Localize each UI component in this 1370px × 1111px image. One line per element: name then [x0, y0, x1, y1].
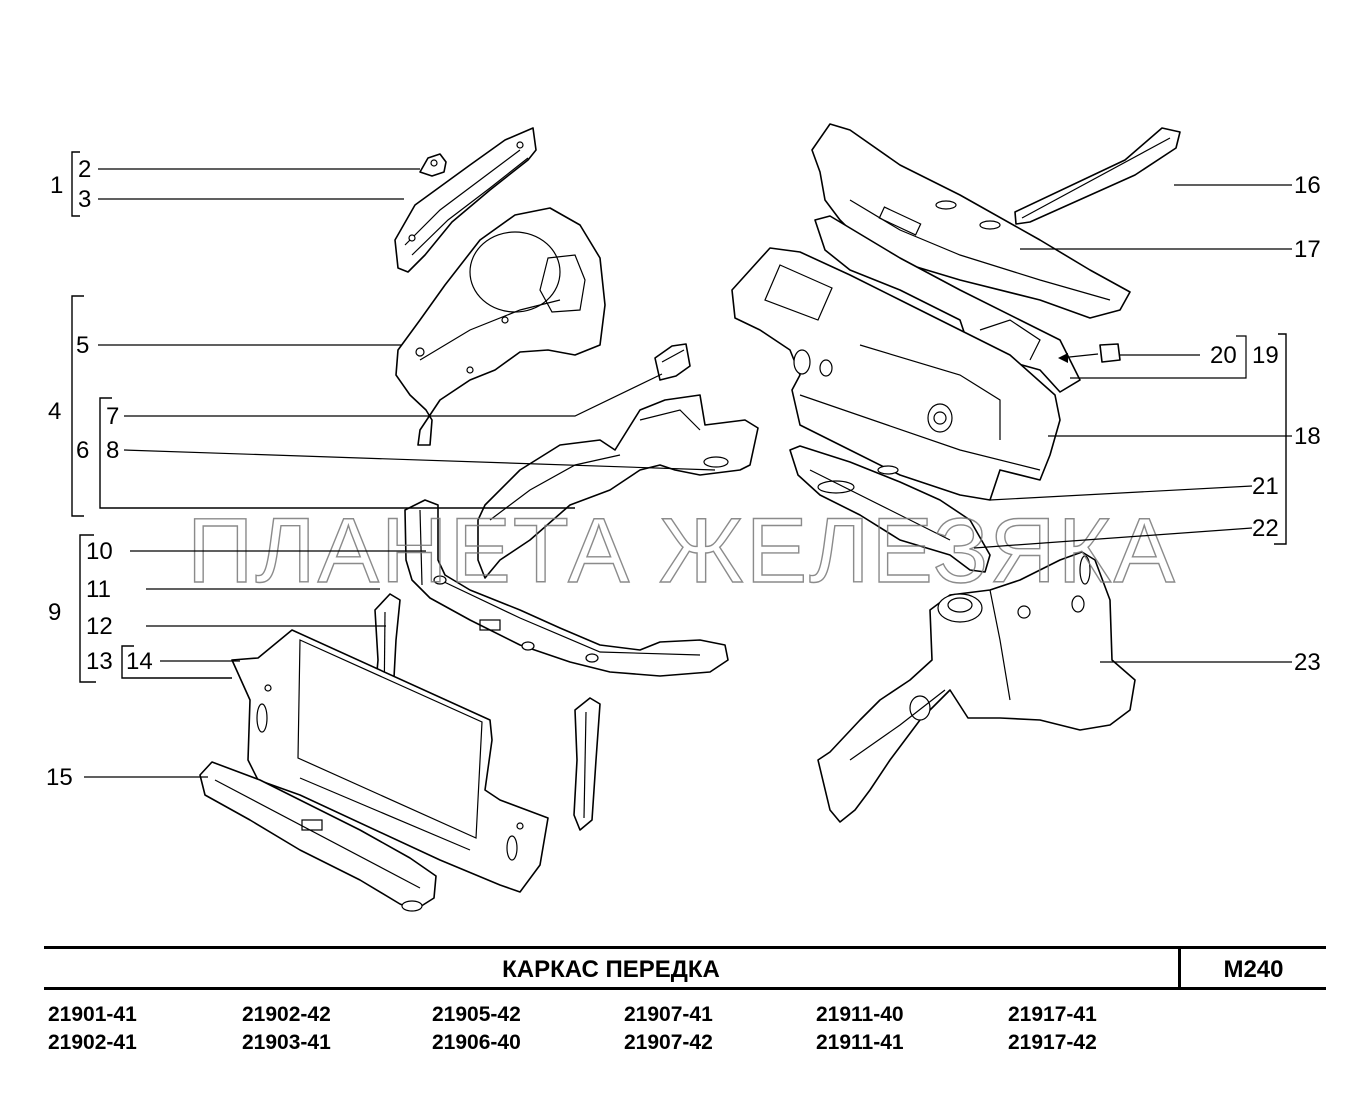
model-code: 21905-42 — [432, 1003, 521, 1026]
part-3-upper-rail — [394, 127, 537, 273]
model-code: 21901-41 — [48, 1003, 137, 1026]
model-code: 21902-41 — [48, 1031, 137, 1054]
part-10-11-cross-member — [404, 499, 729, 677]
exploded-parts-diagram: ПЛАНЕТА ЖЕЛЕЗЯКА 1 2 3 4 5 6 — [46, 123, 1321, 912]
callout-20: 20 — [1210, 342, 1237, 369]
model-code: 21902-42 — [242, 1003, 331, 1026]
part-11-vertical-strut — [573, 697, 601, 831]
part-8-side-member — [477, 394, 759, 579]
part-19-panel — [814, 215, 1081, 393]
model-code: 21917-41 — [1008, 1003, 1097, 1026]
title-block: КАРКАС ПЕРЕДКА M240 — [44, 946, 1326, 990]
callout-9: 9 — [48, 599, 61, 626]
part-16-strip — [1014, 127, 1181, 225]
part-7-bracket — [654, 343, 691, 381]
callout-5: 5 — [76, 332, 89, 359]
part-5-wheel-arch — [395, 207, 606, 446]
part-23-strut-tower — [817, 551, 1136, 823]
callout-14: 14 — [126, 648, 153, 675]
callout-18: 18 — [1294, 423, 1321, 450]
part-14-radiator-frame — [231, 629, 549, 893]
callout-3: 3 — [78, 186, 91, 213]
part-18-dash-panel — [731, 247, 1061, 501]
part-21-22-lower-piece — [789, 445, 991, 573]
diagram-code: M240 — [1178, 949, 1326, 987]
callout-labels: 1 2 3 4 5 6 7 8 9 10 11 12 13 14 15 16 1… — [46, 156, 1321, 791]
part-17-cowl-panel — [811, 123, 1131, 319]
model-code: 21903-41 — [242, 1031, 331, 1054]
callout-8: 8 — [106, 437, 119, 464]
callout-6: 6 — [76, 437, 89, 464]
callout-21: 21 — [1252, 473, 1279, 500]
callout-7: 7 — [106, 403, 119, 430]
callout-23: 23 — [1294, 649, 1321, 676]
model-code: 21907-41 — [624, 1003, 713, 1026]
model-code: 21911-41 — [816, 1031, 904, 1054]
part-15-lower-cross-member — [199, 761, 437, 912]
callout-10: 10 — [86, 538, 113, 565]
callout-15: 15 — [46, 764, 73, 791]
leader-lines — [84, 168, 1292, 778]
grouping-brackets — [71, 151, 1287, 683]
callout-13: 13 — [86, 648, 113, 675]
callout-1: 1 — [50, 172, 63, 199]
callout-19: 19 — [1252, 342, 1279, 369]
model-code: 21917-42 — [1008, 1031, 1097, 1054]
callout-16: 16 — [1294, 172, 1321, 199]
model-code: 21907-42 — [624, 1031, 713, 1054]
callout-22: 22 — [1252, 515, 1279, 542]
callout-11: 11 — [86, 576, 111, 603]
callout-2: 2 — [78, 156, 91, 183]
part-2-bracket — [419, 153, 447, 177]
part-20-clip — [1058, 343, 1121, 363]
model-code: 21911-40 — [816, 1003, 904, 1026]
callout-12: 12 — [86, 613, 113, 640]
callout-4: 4 — [48, 398, 61, 425]
model-code: 21906-40 — [432, 1031, 521, 1054]
callout-17: 17 — [1294, 236, 1321, 263]
diagram-title: КАРКАС ПЕРЕДКА — [502, 956, 720, 983]
